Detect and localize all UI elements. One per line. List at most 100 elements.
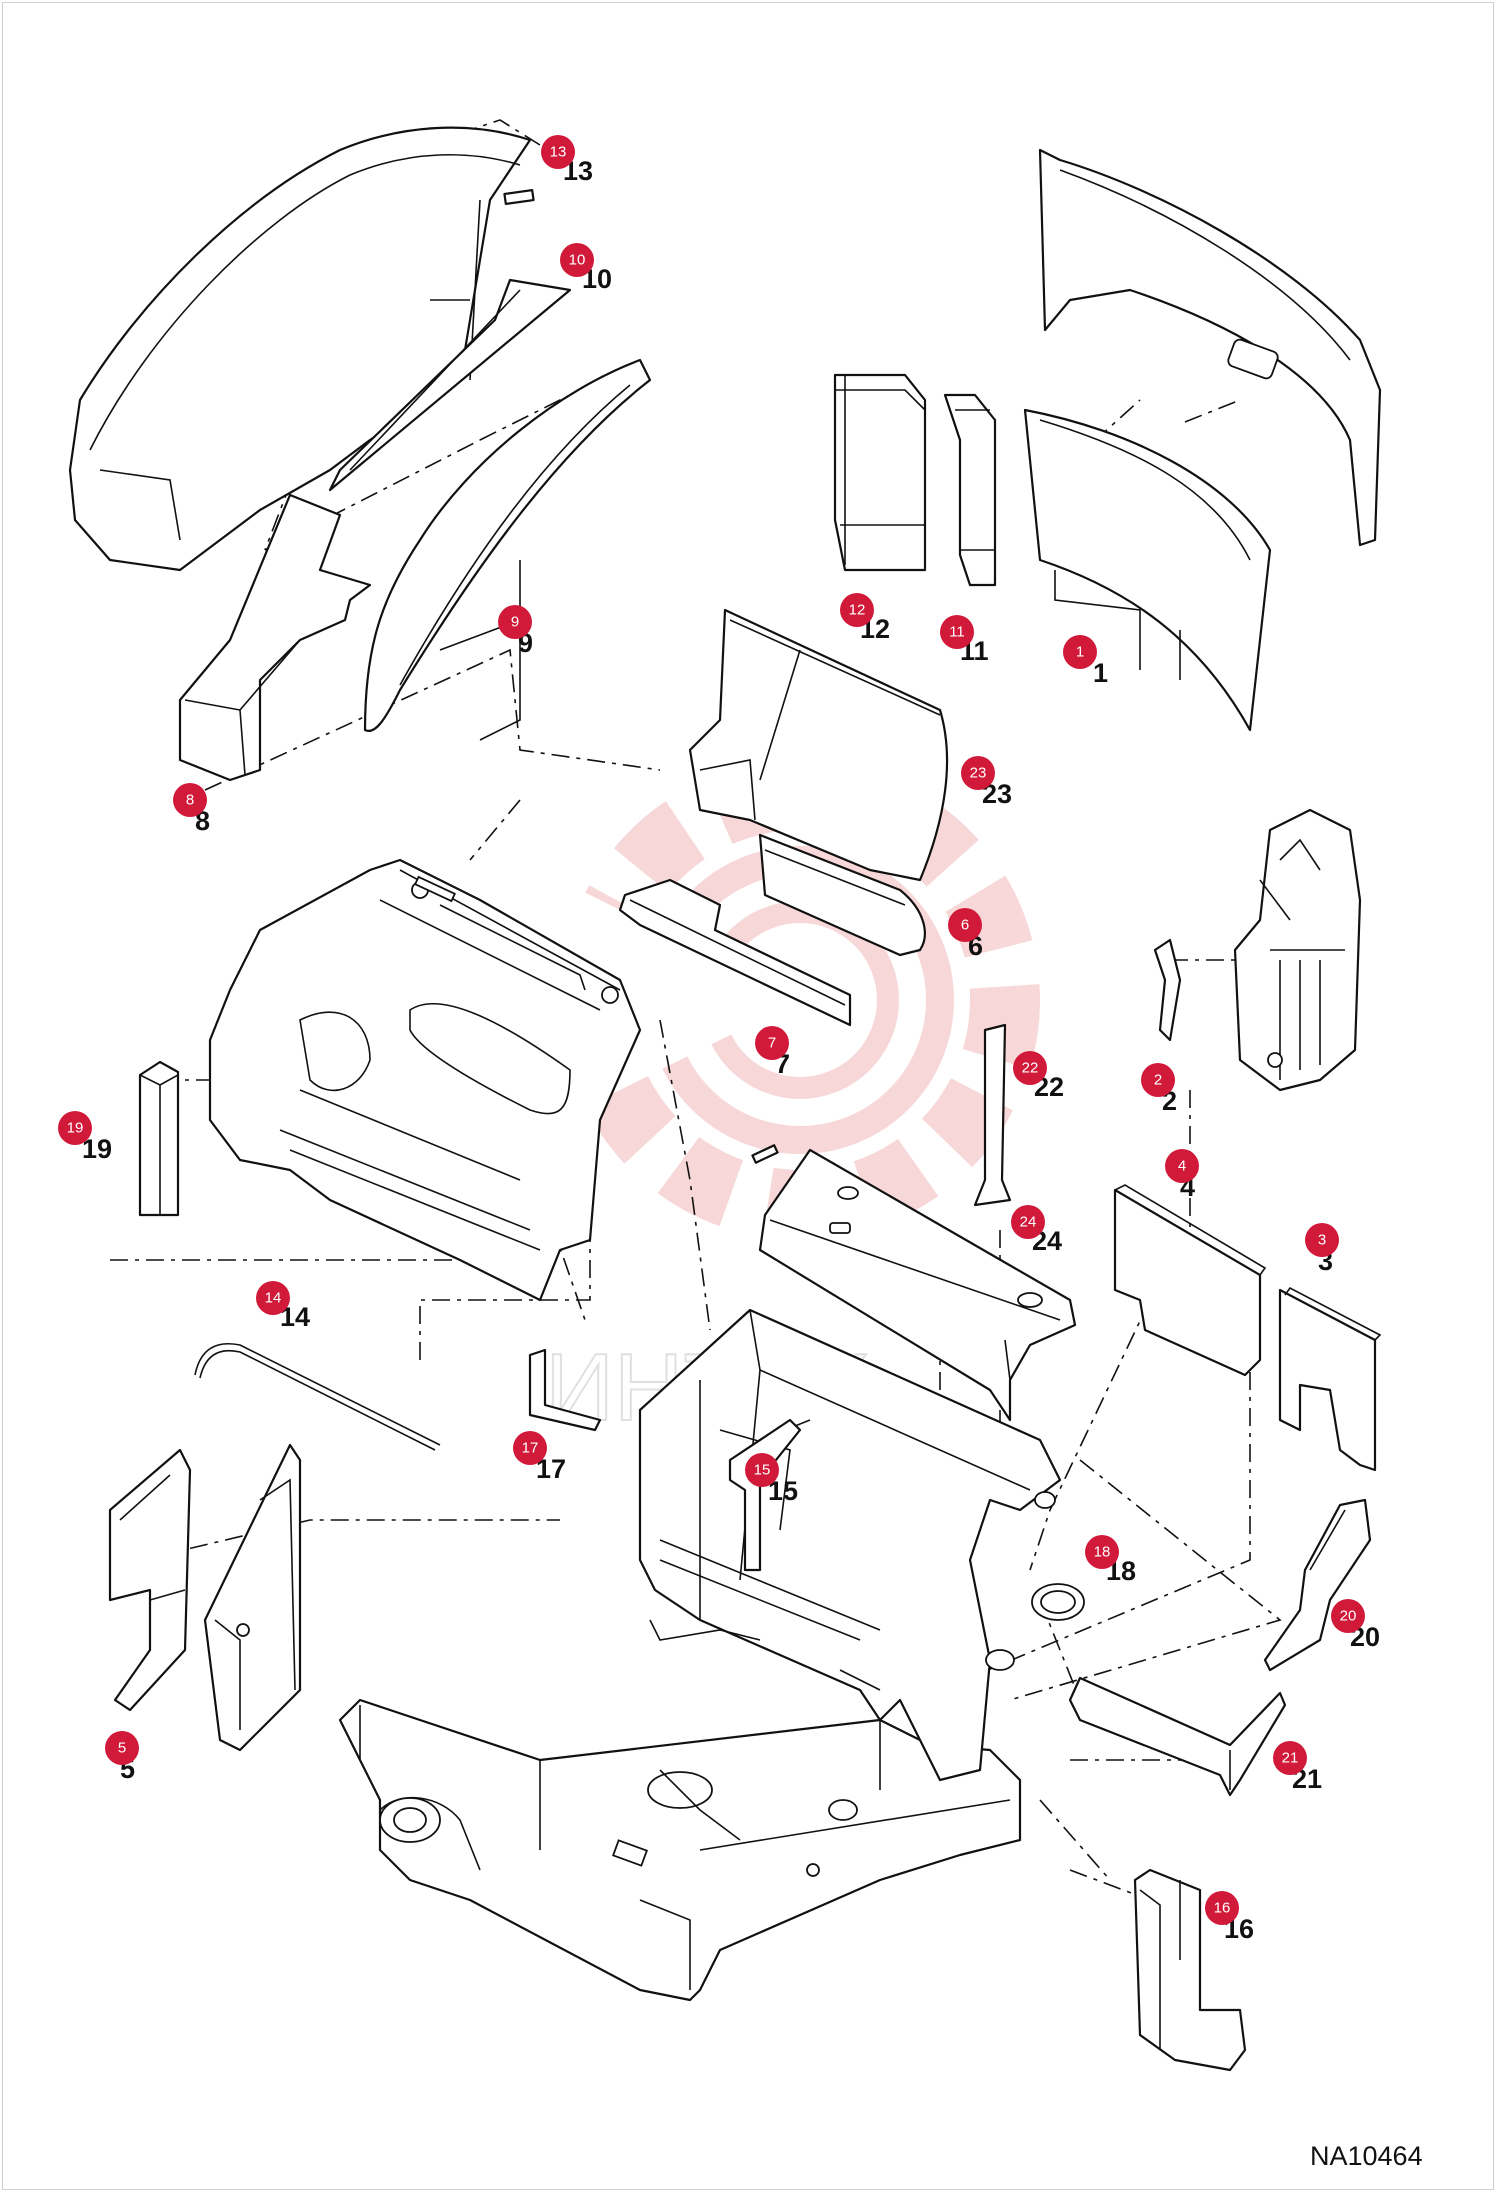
part-15-strip [728,1418,802,1572]
badge-circle [1331,1599,1365,1633]
part-23-insulation [688,608,949,882]
part-number-label: 1 [1093,658,1108,688]
badge-number: 23 [970,765,987,782]
badge-circle [1205,1891,1239,1925]
part-badge-23[interactable]: 23 [961,756,995,790]
part-13-cab-roof [68,126,535,572]
badge-number: 24 [1020,1214,1037,1231]
badge-circle [560,243,594,277]
badge-number: 12 [849,602,866,619]
badge-circle [840,593,874,627]
part-badge-11[interactable]: 11 [940,615,974,649]
badge-circle [105,1731,139,1765]
part-badge-2[interactable]: 2 [1141,1063,1175,1097]
part-16-block [1133,1868,1247,2072]
part-8-cover [178,493,372,782]
part-badge-15[interactable]: 15 [745,1453,779,1487]
badge-circle [1011,1205,1045,1239]
badge-circle [1013,1051,1047,1085]
part-10-strip [328,278,572,492]
badge-number: 8 [186,792,194,809]
badge-circle [513,1431,547,1465]
badge-number: 15 [754,1462,771,1479]
part-callouts: 1122334455667788991010111112121313141415… [58,135,1380,1944]
badge-circle [256,1281,290,1315]
part-badge-9[interactable]: 9 [498,605,532,639]
badge-circle [948,908,982,942]
part-9-side-panel [363,358,652,741]
part-21-panel [1068,1676,1287,1797]
badge-number: 2 [1154,1072,1162,1089]
badge-number: 17 [522,1440,539,1457]
part-badge-6[interactable]: 6 [948,908,982,942]
part-2-bracket [1153,938,1182,1042]
part-badge-20[interactable]: 20 [1331,1599,1365,1633]
part-badge-13[interactable]: 13 [541,135,575,169]
badge-circle [1141,1063,1175,1097]
part-badge-12[interactable]: 12 [840,593,874,627]
part-6-block [758,833,926,957]
badge-number: 5 [118,1740,126,1757]
badge-circle [1063,635,1097,669]
part-badge-4[interactable]: 4 [1165,1149,1199,1183]
badge-number: 1 [1076,644,1084,661]
part-badge-3[interactable]: 3 [1305,1223,1339,1257]
part-14-rod [194,1343,441,1451]
badge-circle [961,756,995,790]
part-badge-19[interactable]: 19 [58,1111,92,1145]
part-18-ring [1031,1583,1085,1621]
badge-circle [745,1453,779,1487]
part-badge-24[interactable]: 24 [1011,1205,1045,1239]
part-11-block [943,393,997,587]
badge-circle [541,135,575,169]
part-badge-14[interactable]: 14 [256,1281,290,1315]
badge-number: 14 [265,1290,282,1307]
badge-number: 11 [949,624,965,641]
badge-circle [755,1026,789,1060]
engine-assembly [1233,808,1362,1092]
part-badge-7[interactable]: 7 [755,1026,789,1060]
badge-number: 10 [569,252,586,269]
cabin-front-frame [208,858,642,1302]
badge-number: 21 [1282,1750,1299,1767]
badge-number: 9 [511,614,519,631]
badge-number: 4 [1178,1158,1186,1175]
badge-circle [940,615,974,649]
part-20-panel [1263,1498,1372,1672]
badge-number: 18 [1094,1544,1111,1561]
badge-number: 16 [1214,1900,1231,1917]
badge-circle [173,783,207,817]
part-5-panels [108,1443,302,1752]
badge-circle [1085,1535,1119,1569]
part-7-strip [618,878,852,1027]
part-12-block [833,373,927,572]
part-badge-21[interactable]: 21 [1273,1741,1307,1775]
part-badge-17[interactable]: 17 [513,1431,547,1465]
badge-number: 7 [768,1035,776,1052]
badge-circle [498,605,532,639]
part-badge-1[interactable]: 1 [1063,635,1097,669]
part-badge-5[interactable]: 5 [105,1731,139,1765]
part-1-rear-panel [1023,148,1382,732]
part-badge-8[interactable]: 8 [173,783,207,817]
part-badge-16[interactable]: 16 [1205,1891,1239,1925]
part-badge-10[interactable]: 10 [560,243,594,277]
part-4-panel [1113,1184,1267,1377]
badge-circle [1305,1223,1339,1257]
part-badge-18[interactable]: 18 [1085,1535,1119,1569]
part-3-panel [1278,1286,1382,1472]
part-17-bracket [528,1348,602,1432]
badge-number: 13 [550,144,567,161]
part-badge-22[interactable]: 22 [1013,1051,1047,1085]
badge-number: 3 [1318,1232,1326,1249]
badge-number: 6 [961,917,969,934]
badge-circle [58,1111,92,1145]
badge-number: 19 [67,1120,84,1137]
reference-code: NA10464 [1310,2141,1423,2171]
lower-chassis [338,1698,1022,2002]
badge-circle [1165,1149,1199,1183]
part-24-panel [751,1144,1077,1422]
part-22-strip [973,1023,1012,1207]
